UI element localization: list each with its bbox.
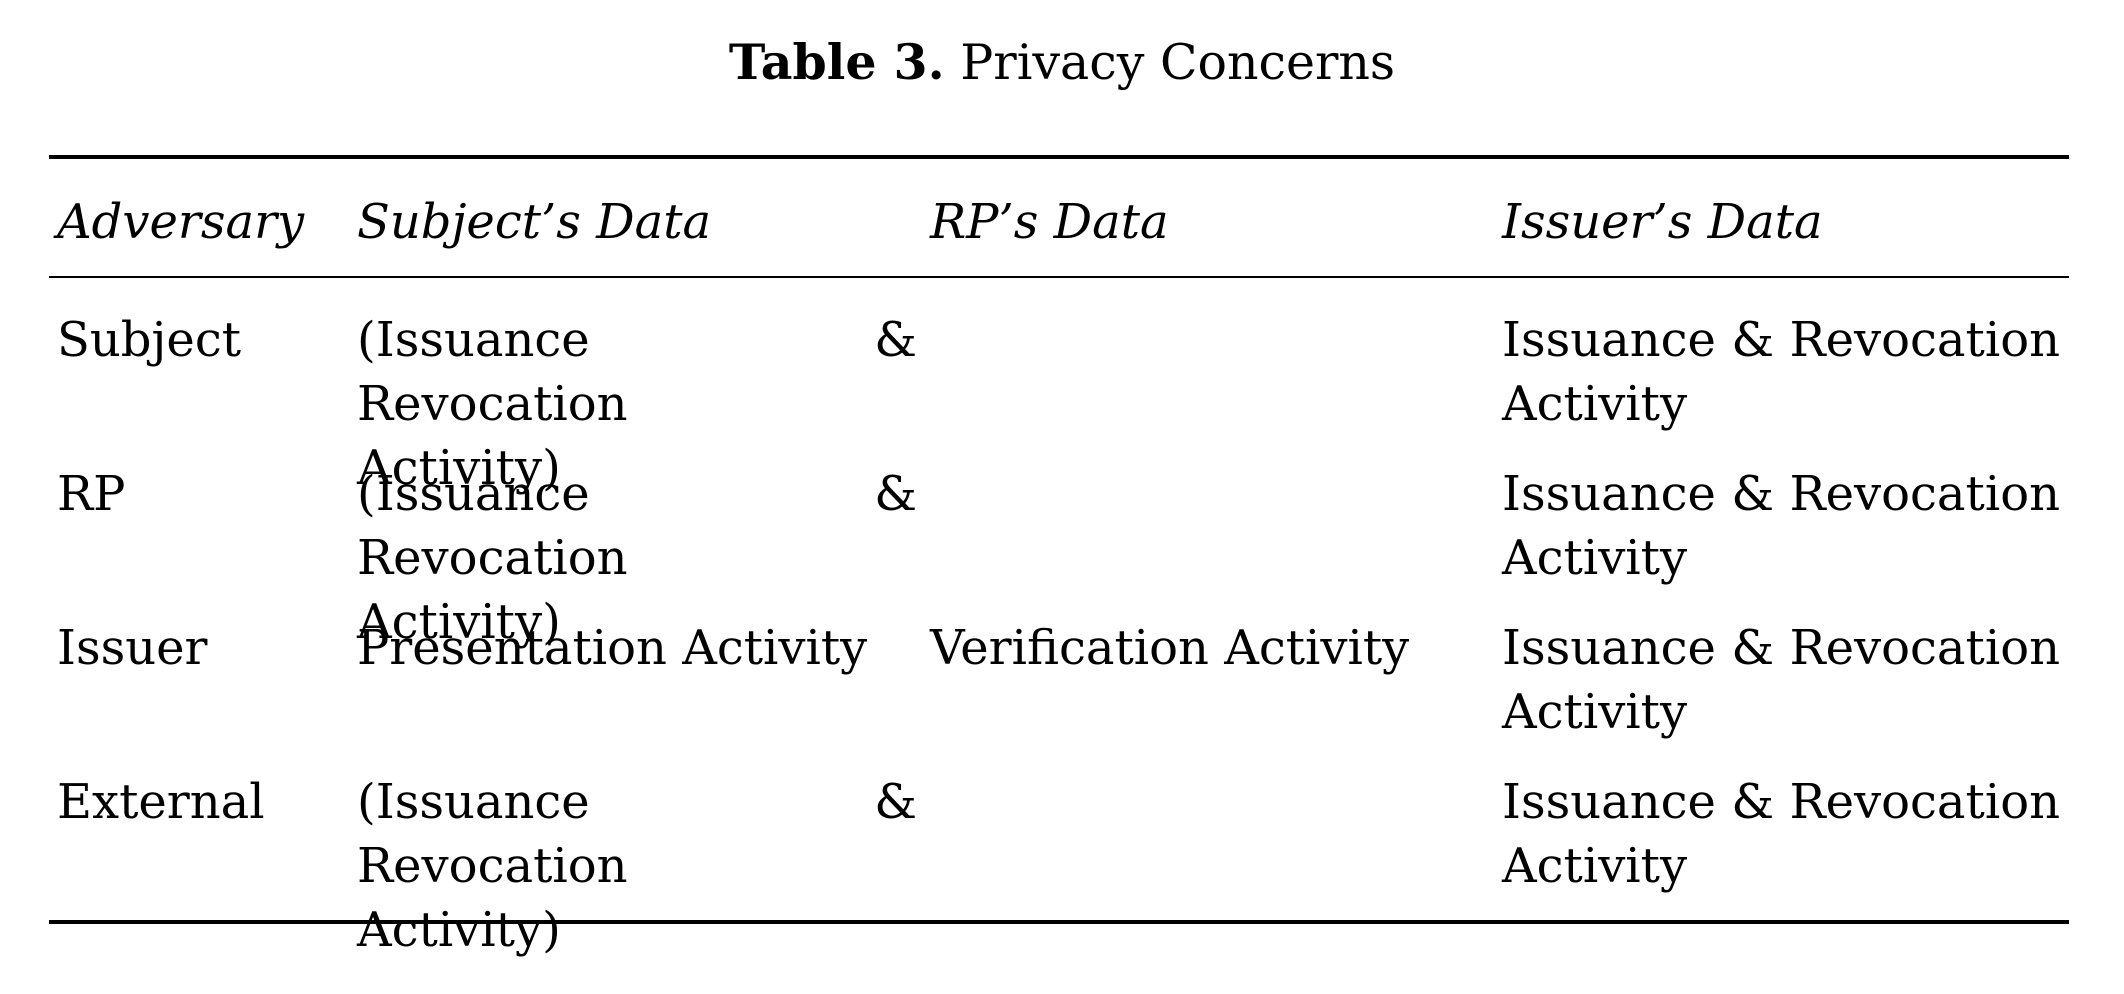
cell-line: Issuance & Revocation bbox=[1502, 620, 2060, 676]
bottom-rule bbox=[49, 920, 2069, 924]
cell-line: Issuance & Revocation bbox=[1502, 466, 2060, 522]
cell-line: Issuance & Revocation bbox=[1502, 774, 2060, 830]
header-adversary: Adversary bbox=[57, 194, 305, 250]
cell-subjects-data: Presentation Activity bbox=[357, 616, 917, 680]
cell-line: Verification Activity bbox=[930, 620, 1410, 676]
cell-subjects-data: (Issuance & Revocation Activity) bbox=[357, 308, 917, 500]
cell-adversary: Subject bbox=[57, 312, 241, 368]
caption-text: Privacy Concerns bbox=[960, 34, 1396, 91]
cell-issuers-data: Issuance & Revocation Activity bbox=[1502, 308, 2060, 436]
cell-issuers-data: Issuance & Revocation Activity bbox=[1502, 770, 2060, 898]
header-rps-data: RP’s Data bbox=[930, 194, 1169, 250]
cell-line: Activity) bbox=[357, 594, 561, 650]
cell-line: Issuance & Revocation bbox=[1502, 312, 2060, 368]
cell-line: Presentation Activity bbox=[357, 620, 868, 676]
cell-issuers-data: Issuance & Revocation Activity bbox=[1502, 616, 2060, 744]
cell-line: Activity bbox=[1502, 684, 1688, 740]
cell-adversary: External bbox=[57, 774, 265, 830]
caption-label: Table 3. bbox=[728, 33, 945, 91]
cell-adversary: Issuer bbox=[57, 620, 208, 676]
cell-line: Activity) bbox=[357, 902, 561, 958]
top-rule bbox=[49, 155, 2069, 159]
cell-line: (Issuance & Revocation bbox=[357, 466, 917, 586]
cell-line: Activity bbox=[1502, 530, 1688, 586]
header-rule bbox=[49, 276, 2069, 278]
header-issuers-data: Issuer’s Data bbox=[1502, 194, 1823, 250]
cell-line: Activity bbox=[1502, 838, 1688, 894]
cell-adversary: RP bbox=[57, 466, 126, 522]
table-caption: Table 3. Privacy Concerns bbox=[0, 30, 2124, 95]
cell-line: (Issuance & Revocation bbox=[357, 312, 917, 432]
cell-issuers-data: Issuance & Revocation Activity bbox=[1502, 462, 2060, 590]
cell-subjects-data: (Issuance & Revocation Activity) bbox=[357, 770, 917, 962]
header-subjects-data: Subject’s Data bbox=[357, 194, 712, 250]
cell-line: Activity bbox=[1502, 376, 1688, 432]
cell-line: Activity) bbox=[357, 440, 561, 496]
cell-rps-data: Verification Activity bbox=[930, 616, 1409, 680]
cell-subjects-data: (Issuance & Revocation Activity) bbox=[357, 462, 917, 654]
cell-line: (Issuance & Revocation bbox=[357, 774, 917, 894]
